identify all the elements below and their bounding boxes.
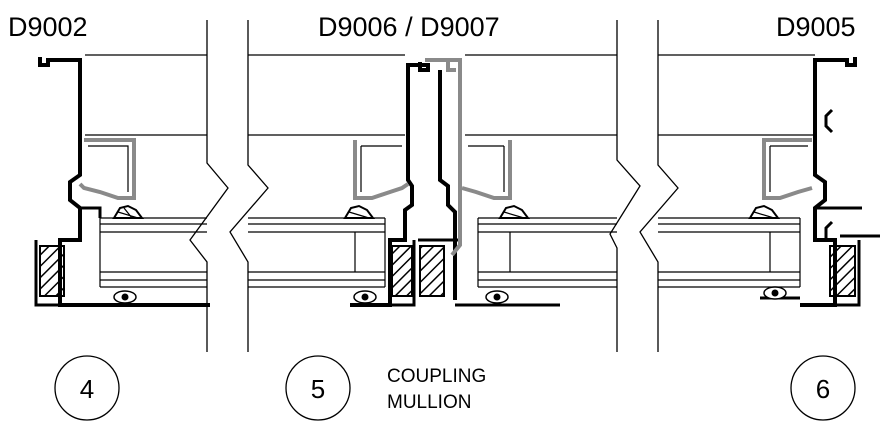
mid-section-title: D9006 / D9007 <box>318 12 500 42</box>
glazing-unit-right <box>658 217 801 288</box>
glazing-bead-left <box>78 138 136 200</box>
gasket-mid <box>343 204 530 304</box>
frame-profile-right <box>760 57 880 307</box>
coupling-mullion-note-line1: COUPLING <box>387 366 486 387</box>
callout-6-number: 6 <box>816 374 830 404</box>
frame-head-lines <box>85 54 815 136</box>
coupling-mullion <box>425 58 462 257</box>
break-lines <box>189 20 679 352</box>
glazing-unit-mid-right <box>477 217 617 288</box>
callout-4-number: 4 <box>80 374 94 404</box>
callout-5-number: 5 <box>311 374 325 404</box>
callout-4: 4 <box>54 355 120 421</box>
gasket-left <box>112 204 144 304</box>
frame-profile-left <box>34 57 210 307</box>
callout-5: 5 <box>285 355 351 421</box>
left-section-title: D9002 <box>8 12 88 42</box>
glazing-bead-right <box>762 138 813 200</box>
glazing-unit-left <box>99 217 207 288</box>
gasket-right <box>748 204 787 300</box>
coupling-mullion-note-line2: MULLION <box>387 392 471 413</box>
glazing-bead-mid <box>353 140 512 200</box>
right-section-title: D9005 <box>776 12 856 42</box>
frame-profile-mid <box>350 62 560 307</box>
callout-6: 6 <box>790 355 856 421</box>
glazing-unit-mid-left <box>248 217 386 288</box>
